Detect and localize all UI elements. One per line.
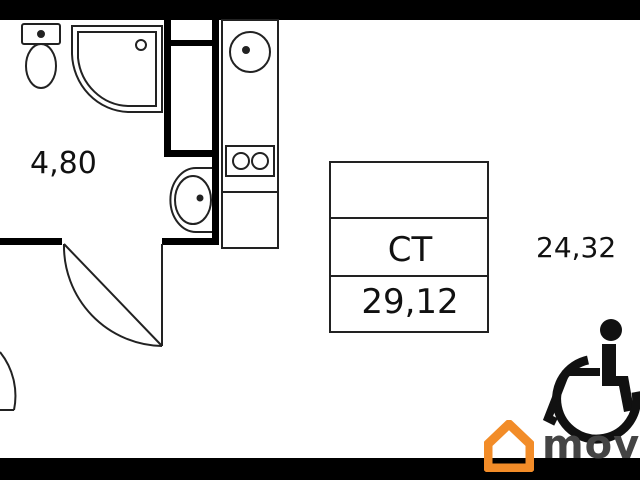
stove-icon bbox=[225, 145, 275, 177]
brand-logo-text: mov bbox=[542, 422, 640, 468]
living-area-label: 24,32 bbox=[536, 231, 617, 264]
unit-type-label: СТ bbox=[387, 230, 433, 270]
unit-info-box bbox=[329, 161, 489, 333]
house-logo-icon bbox=[484, 420, 534, 472]
bathroom-wall-right bbox=[212, 150, 219, 245]
entry-door bbox=[0, 351, 17, 411]
sink-icon bbox=[229, 31, 271, 73]
bathroom-wall-bottom bbox=[0, 238, 62, 245]
kitchen-counter bbox=[221, 19, 279, 249]
shower-icon bbox=[71, 25, 163, 113]
unit-total-area-label: 29,12 bbox=[361, 282, 459, 322]
shaft-wall-right bbox=[212, 20, 219, 156]
shaft-wall-left bbox=[164, 20, 171, 156]
bathroom-area-label: 4,80 bbox=[30, 146, 97, 181]
bathroom-wall-bottom-right bbox=[162, 238, 218, 245]
shaft-wall-bottom bbox=[164, 150, 219, 157]
bathroom-door bbox=[62, 243, 163, 347]
wheelchair-icon bbox=[542, 319, 640, 444]
shaft-wall-mid bbox=[164, 40, 219, 46]
toilet-icon bbox=[21, 23, 61, 89]
washbasin-icon bbox=[169, 167, 212, 233]
top-wall bbox=[0, 0, 640, 20]
brand-logo: mov bbox=[480, 418, 640, 474]
bottom-wall bbox=[0, 458, 640, 480]
